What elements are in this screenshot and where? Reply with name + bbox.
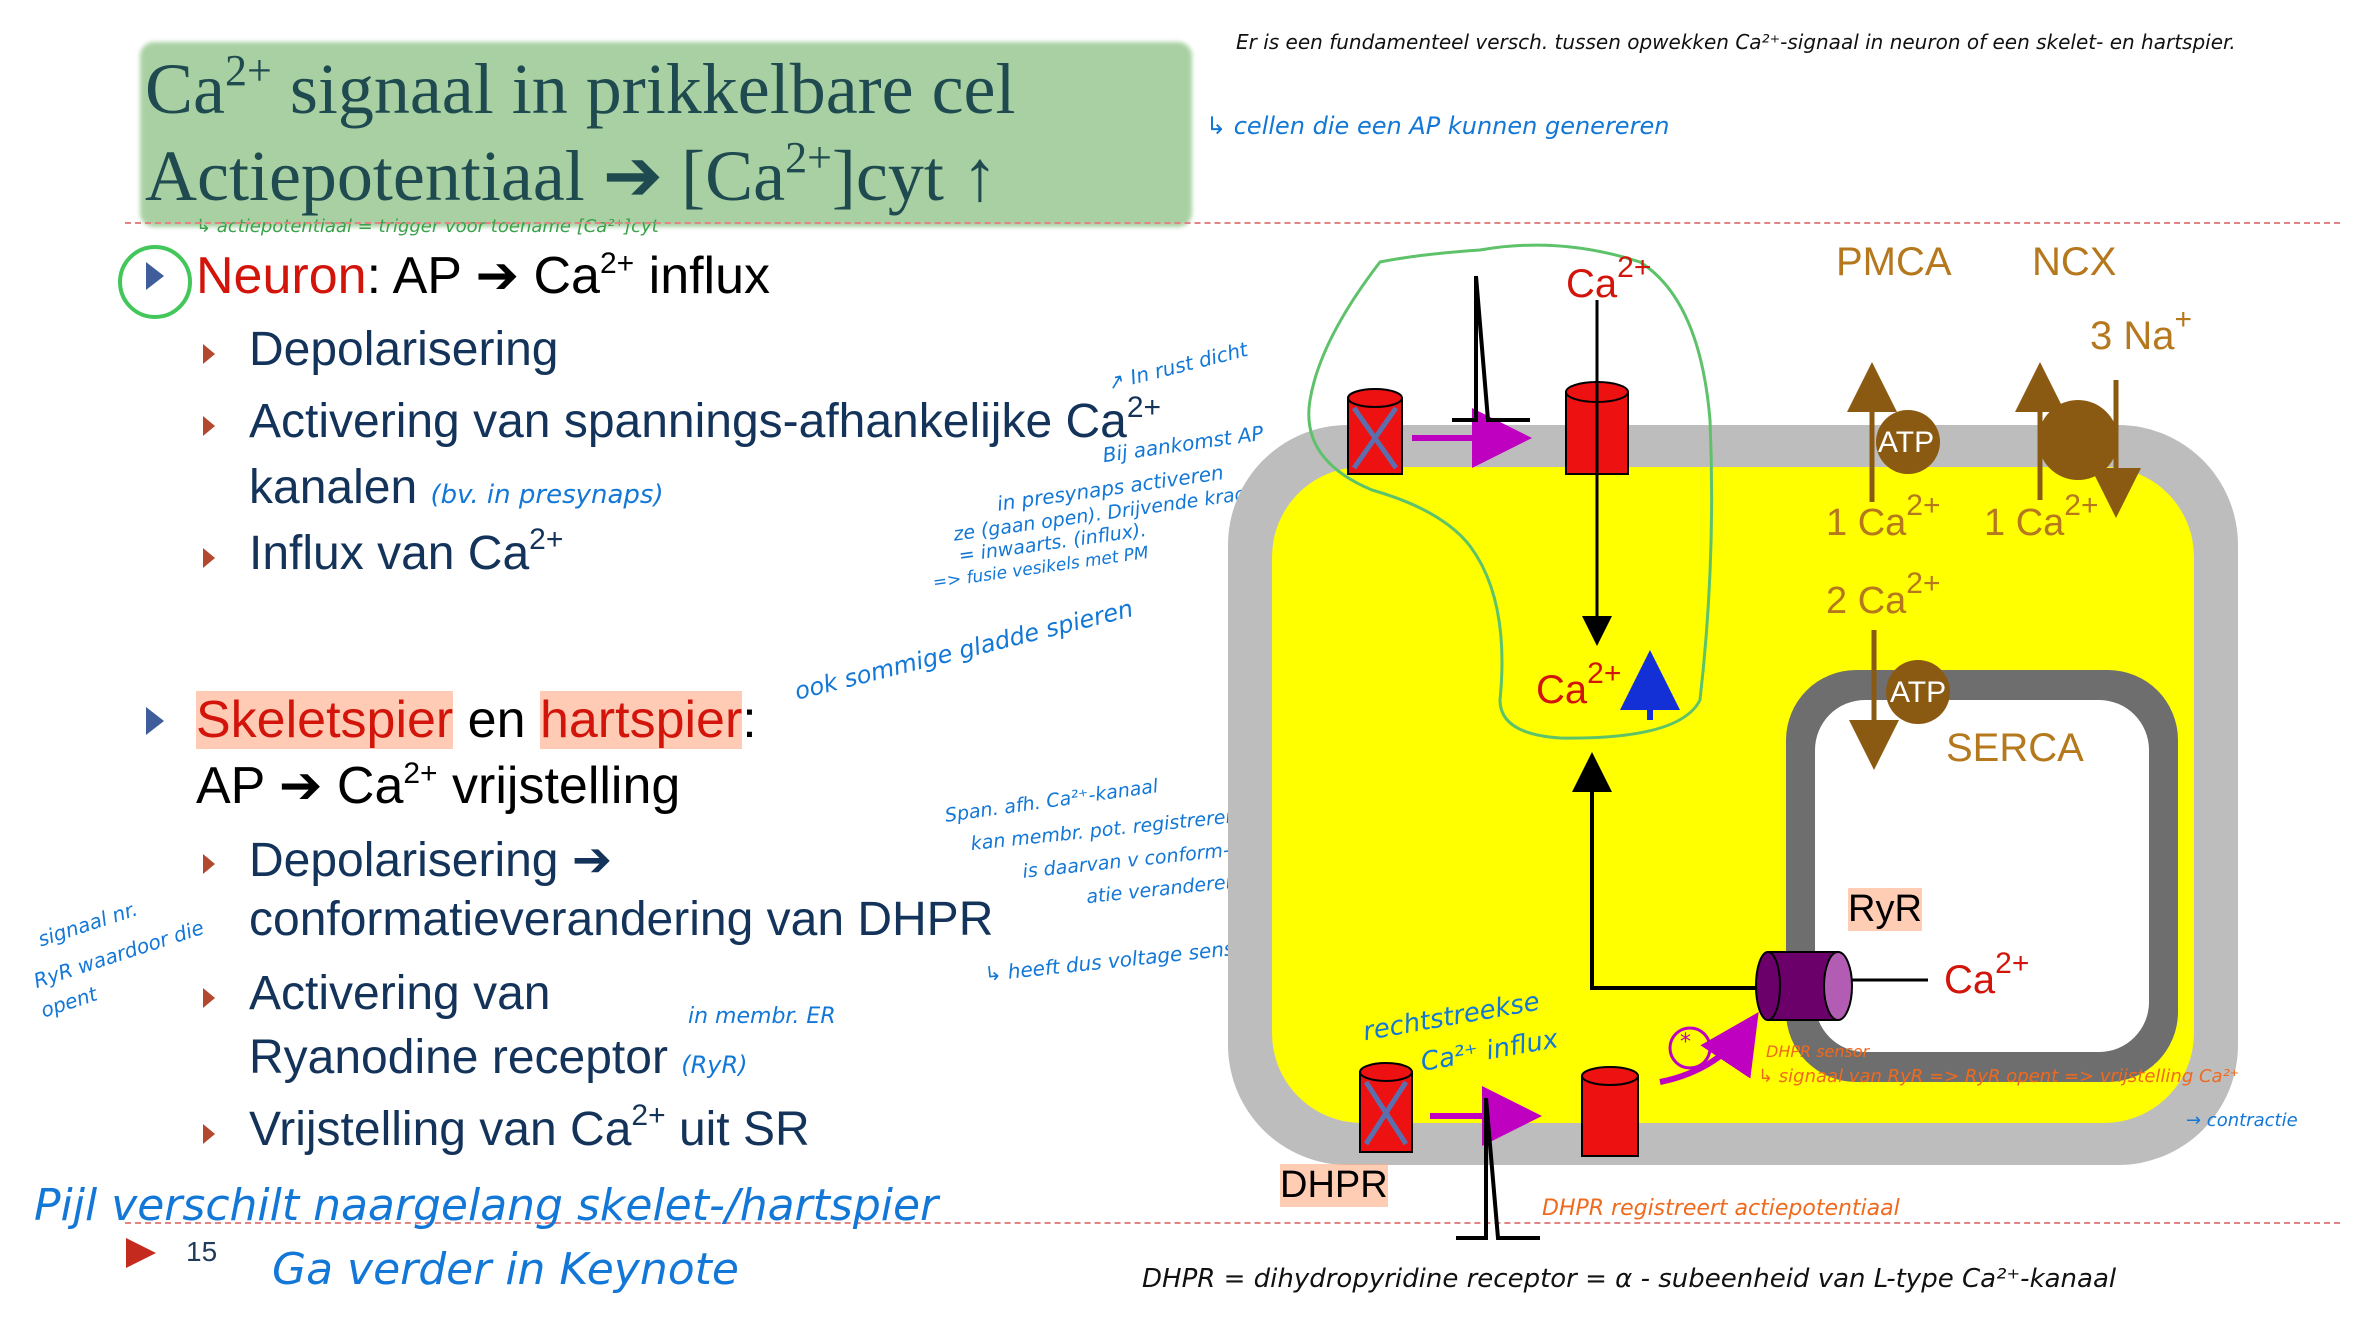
muscle-heading: Skeletspier en hartspier:: [196, 691, 757, 749]
atp-serca: [1886, 660, 1950, 724]
muscle-item: Activering van: [249, 967, 551, 1020]
neuron-item: Activering van spannings-afhankelijke Ca…: [249, 391, 1162, 449]
sub-bullet: [203, 1124, 215, 1144]
play-icon[interactable]: [126, 1238, 156, 1268]
closed-channel-neuron: [1347, 388, 1403, 475]
label-ca-ncx: 1 Ca2+: [1984, 489, 2099, 545]
coupling-arrow: [1659, 1012, 1759, 1085]
ncx-exchanger: [2038, 400, 2118, 480]
sr-lumen: [1815, 700, 2149, 1052]
label-dhpr: DHPR: [1280, 1164, 1388, 1207]
note-contraction: → contractie: [2186, 1110, 2298, 1131]
label-atp-pmca: ATP: [1878, 426, 1935, 459]
note-dhpr-registers: DHPR registreert actiepotentiaal: [1542, 1196, 1900, 1221]
bottom-divider: [125, 1222, 2340, 1224]
title-line-2: Actiepotentiaal ➔ [Ca2+]cyt ↑: [145, 133, 998, 217]
ryanodine-receptor: [1755, 951, 1853, 1021]
label-serca: SERCA: [1946, 726, 2084, 770]
label-ca-sr: Ca2+: [1944, 947, 2030, 1003]
label-pmca: PMCA: [1836, 240, 1952, 284]
page-number: 15: [186, 1236, 218, 1267]
label-sodium: 3 Na+: [2090, 303, 2193, 359]
top-divider: [125, 222, 2340, 224]
note-arrow-differs: Pijl verschilt naargelang skelet-/hartsp…: [34, 1180, 939, 1231]
sub-bullet: [203, 854, 215, 874]
label-atp-serca: ATP: [1890, 676, 1947, 709]
note-fundamental-difference: Er is een fundamenteel versch. tussen op…: [1236, 30, 2236, 54]
sub-bullet: [203, 988, 215, 1008]
sub-bullet: [203, 344, 215, 364]
label-ca-cytosol: Ca2+: [1536, 657, 1622, 713]
title-highlight: [140, 42, 1192, 227]
neuron-heading: Neuron: AP ➔ Ca2+ influx: [196, 247, 771, 305]
sub-bullet: [203, 548, 215, 568]
muscle-item: Ryanodine receptor (RyR): [249, 1031, 748, 1084]
note-in-membr-er: in membr. ER: [688, 1004, 836, 1029]
highlight-circle: [118, 245, 192, 319]
label-ca-pmca: 1 Ca2+: [1826, 489, 1941, 545]
note-ap-trigger: ↳ actiepotentiaal = trigger voor toename…: [196, 216, 659, 237]
label-ca-extracellular: Ca2+: [1566, 251, 1652, 307]
sub-bullet: [203, 416, 215, 436]
highlight-loop: [1307, 243, 1714, 740]
label-ncx: NCX: [2032, 240, 2117, 284]
atp-pmca: [1876, 410, 1940, 474]
note-cells-ap: ↳ cellen die een AP kunnen genereren: [1206, 112, 1670, 140]
note-star: *: [1680, 1030, 1691, 1055]
muscle-item: conformatieverandering van DHPR: [249, 893, 994, 946]
muscle-item: Vrijstelling van Ca2+ uit SR: [249, 1099, 810, 1157]
release-arrow: [1572, 752, 1780, 990]
muscle-item: Depolarisering ➔: [249, 834, 613, 887]
muscle-subheading: AP ➔ Ca2+ vrijstelling: [196, 757, 681, 815]
note-keynote: Ga verder in Keynote: [272, 1244, 739, 1295]
note-dhpr-definition: DHPR = dihydropyridine receptor = α - su…: [1142, 1264, 2117, 1294]
title-line-1: Ca2+ signaal in prikkelbare cel: [145, 46, 1016, 130]
label-ca-serca: 2 Ca2+: [1826, 567, 1941, 623]
open-channel-muscle: [1581, 1066, 1639, 1157]
note-signal-ryr-opens: ↳ signaal van RyR => RyR opent => vrijst…: [1758, 1066, 2240, 1087]
action-potential-top: [1452, 275, 1530, 422]
neuron-item: Influx van Ca2+: [249, 523, 564, 581]
action-potential-bottom: [1456, 1097, 1540, 1240]
label-ryr: RyR: [1848, 888, 1922, 931]
note-dhpr-sensor: DHPR sensor: [1766, 1042, 1870, 1061]
neuron-item: kanalen (bv. in presynaps): [249, 461, 664, 514]
star-circle: [1668, 1026, 1712, 1070]
neuron-item: Depolarisering: [249, 323, 559, 376]
bullet-triangle: [146, 707, 164, 735]
dhpr-channel: [1359, 1062, 1413, 1153]
bullet-triangle: [146, 262, 164, 290]
